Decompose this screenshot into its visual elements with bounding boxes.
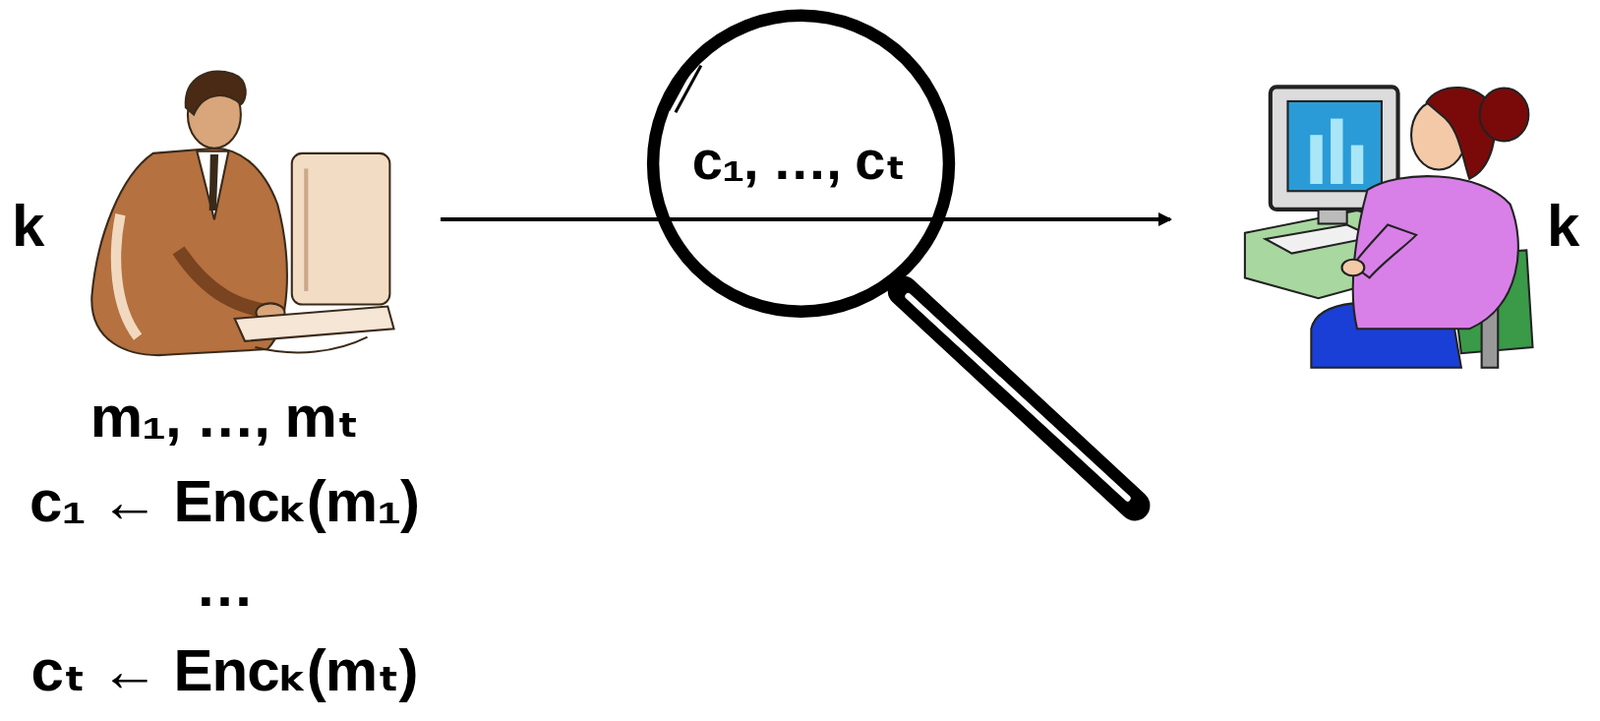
receiver-figure (1244, 86, 1534, 367)
ciphertext-label: c₁, …, cₜ (688, 125, 909, 195)
sender-figure (91, 71, 394, 356)
receiver-node: k (1170, 59, 1589, 384)
key-label: … (7, 544, 441, 628)
key-label: k (11, 184, 44, 268)
sender-node: k m₁, …, mₜc₁ ← Encₖ(m₁)…cₜ ← Encₖ(mₜ) (7, 59, 441, 718)
key-label: k (1546, 184, 1579, 268)
message-text: c₁ ← Encₖ(m₁) (7, 460, 441, 543)
magnifying-glass (652, 15, 1135, 506)
message-text: m₁, …, mₜ (7, 375, 441, 459)
message-text: cₜ ← Encₖ(mₜ) (7, 629, 441, 712)
arrow (440, 217, 1171, 222)
